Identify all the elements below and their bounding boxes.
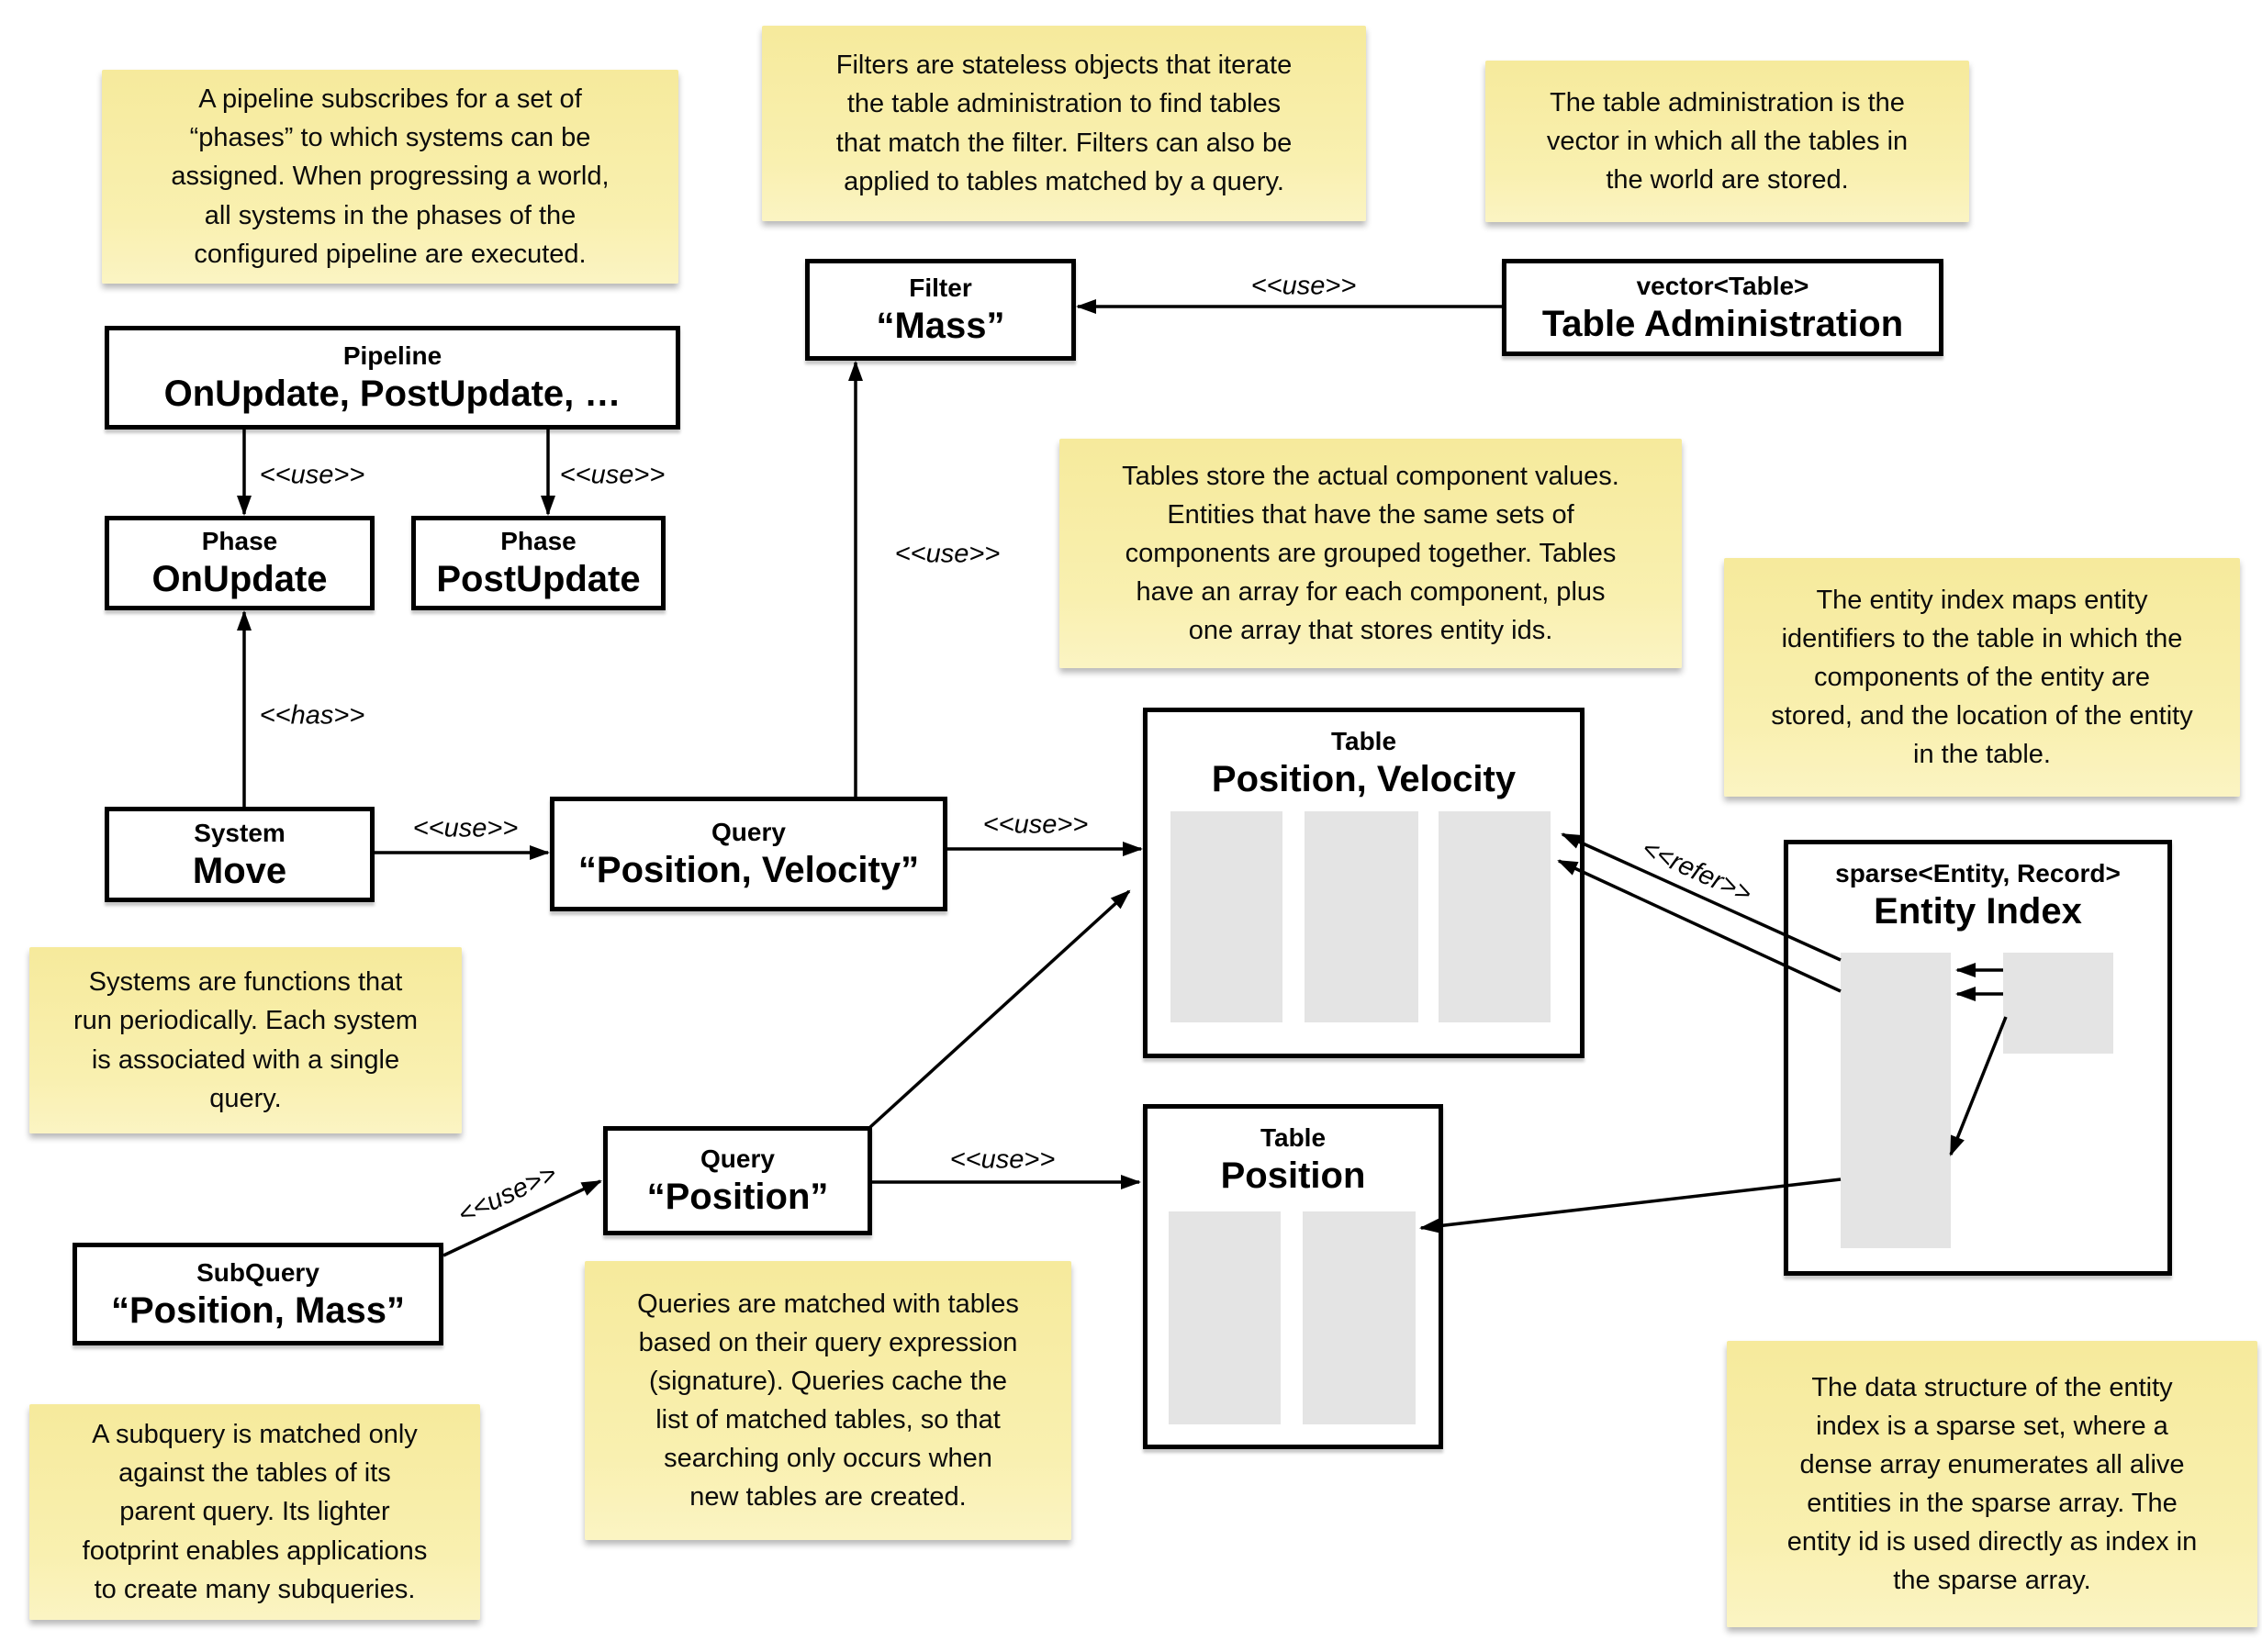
box-filter-mass-name: “Mass” (876, 306, 1005, 346)
label-use-subquery-querypos: <<use>> (454, 1158, 562, 1231)
label-use-query-filter: <<use>> (894, 539, 1001, 569)
box-system-move: System Move (105, 807, 375, 902)
box-phase-onupdate-name: OnUpdate (151, 559, 328, 599)
table-pos-vel-column-array-1 (1170, 811, 1282, 1022)
note-systems: Systems are functions that run periodica… (29, 947, 462, 1133)
box-query-position-name: “Position” (646, 1177, 829, 1217)
label-use-tableadmin-filter: <<use>> (1250, 271, 1357, 301)
box-query-position-stereotype: Query (700, 1144, 775, 1173)
label-use-pipeline-postupdate: <<use>> (559, 460, 666, 490)
connector-querypos-tablepv (868, 889, 1131, 1129)
box-table-position-name: Position (1220, 1155, 1366, 1196)
box-phase-onupdate-stereotype: Phase (201, 527, 278, 555)
box-table-administration-name: Table Administration (1541, 303, 1904, 344)
box-subquery-stereotype: SubQuery (196, 1257, 319, 1287)
box-filter-mass: Filter “Mass” (805, 259, 1076, 361)
label-use-pipeline-onupdate: <<use>> (259, 460, 365, 490)
label-has-system-phase: <<has>> (259, 700, 365, 731)
box-pipeline-name: OnUpdate, PostUpdate, … (163, 374, 621, 414)
box-table-position-velocity-stereotype: Table (1330, 727, 1397, 755)
table-pos-vel-column-array-2 (1305, 811, 1418, 1022)
box-pipeline-stereotype: Pipeline (342, 341, 442, 370)
box-system-move-name: Move (192, 850, 287, 891)
box-subquery-name: “Position, Mass” (110, 1289, 406, 1331)
entity-index-sparse-array (1841, 953, 1951, 1248)
label-refer-entityindex-tablepv: <<refer>> (1637, 833, 1756, 910)
entity-index-dense-array (2003, 953, 2113, 1054)
box-query-position: Query “Position” (603, 1126, 872, 1235)
box-table-position-stereotype: Table (1260, 1123, 1327, 1152)
note-tables: Tables store the actual component values… (1059, 439, 1682, 668)
box-phase-postupdate-stereotype: Phase (500, 527, 577, 555)
connector-entityindex-tablepos (1419, 1178, 1842, 1233)
box-pipeline: Pipeline OnUpdate, PostUpdate, … (105, 326, 680, 430)
box-entity-index-stereotype: sparse<Entity, Record> (1835, 859, 2121, 887)
box-subquery: SubQuery “Position, Mass” (73, 1243, 443, 1345)
note-table-administration: The table administration is the vector i… (1485, 61, 1969, 222)
note-pipeline: A pipeline subscribes for a set of “phas… (102, 70, 678, 284)
box-table-administration: vector<Table> Table Administration (1502, 259, 1943, 356)
label-use-querypv-tablepv: <<use>> (982, 809, 1089, 840)
box-table-position-velocity-name: Position, Velocity (1211, 759, 1517, 799)
note-filters: Filters are stateless objects that itera… (762, 26, 1366, 221)
box-query-position-velocity-stereotype: Query (711, 818, 786, 846)
box-table-administration-stereotype: vector<Table> (1636, 271, 1809, 300)
box-phase-postupdate: Phase PostUpdate (411, 516, 666, 610)
box-query-position-velocity: Query “Position, Velocity” (550, 797, 947, 911)
box-filter-mass-stereotype: Filter (909, 273, 972, 302)
box-entity-index-name: Entity Index (1874, 891, 2082, 932)
table-pos-column-array-1 (1169, 1211, 1281, 1424)
box-system-move-stereotype: System (194, 818, 286, 847)
box-phase-postupdate-name: PostUpdate (436, 559, 641, 599)
note-queries: Queries are matched with tables based on… (585, 1261, 1071, 1540)
label-use-system-query: <<use>> (412, 813, 519, 843)
label-use-querypos-tablepos: <<use>> (949, 1144, 1056, 1175)
table-pos-vel-column-array-3 (1439, 811, 1551, 1022)
box-query-position-velocity-name: “Position, Velocity” (577, 850, 920, 890)
box-phase-onupdate: Phase OnUpdate (105, 516, 375, 610)
note-sparse-set: The data structure of the entity index i… (1727, 1341, 2257, 1627)
note-subquery: A subquery is matched only against the t… (29, 1404, 480, 1620)
note-entity-index: The entity index maps entity identifiers… (1724, 558, 2240, 797)
table-pos-column-array-2 (1303, 1211, 1416, 1424)
